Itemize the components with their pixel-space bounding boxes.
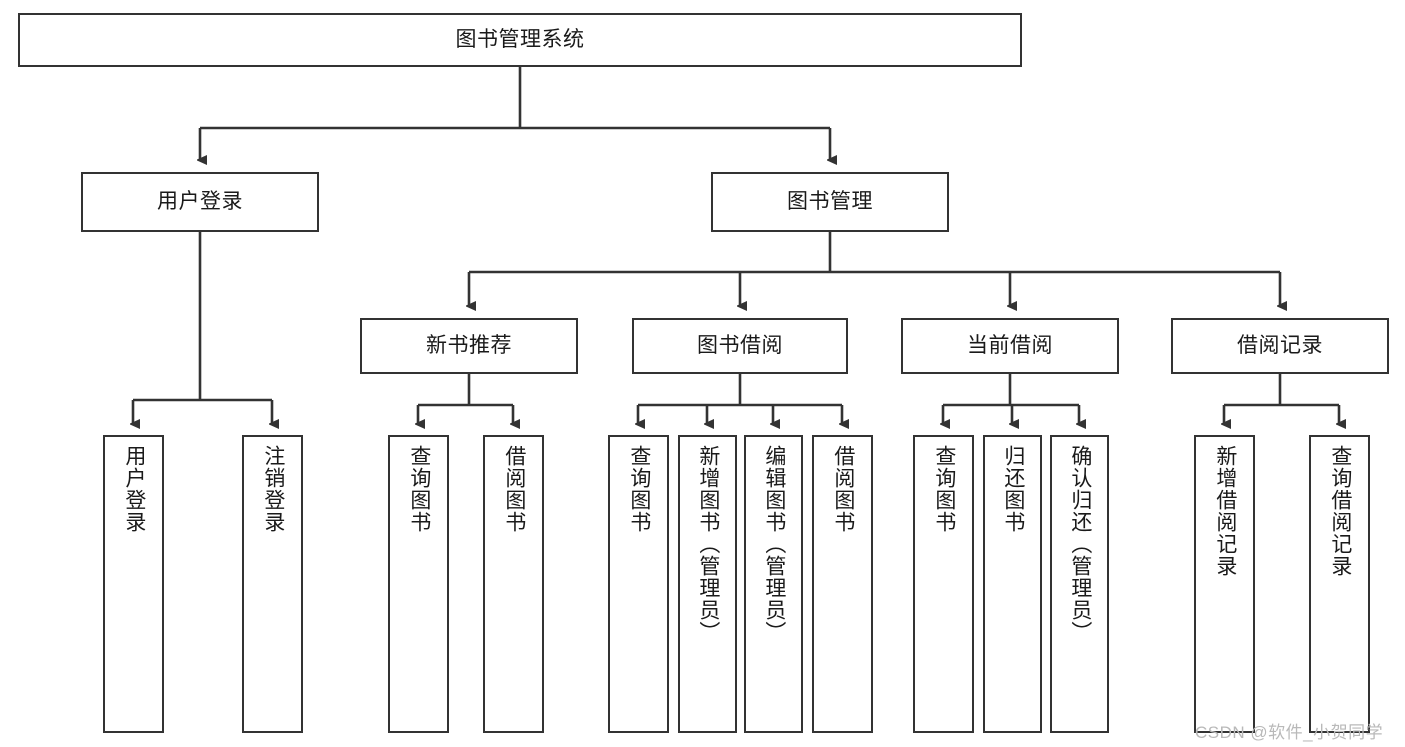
- node-book-borrow[interactable]: 图书借阅: [632, 318, 848, 374]
- node-label: 查询图书: [407, 445, 431, 533]
- node-label: 图书管理: [787, 189, 873, 213]
- node-leaf-query-book-current[interactable]: 查询图书: [913, 435, 974, 733]
- node-label: 当前借阅: [967, 333, 1053, 357]
- node-label: 用户登录: [157, 189, 243, 213]
- node-leaf-confirm-return-admin[interactable]: 确认归还（管理员）: [1050, 435, 1109, 733]
- node-label: 新增借阅记录: [1213, 445, 1237, 577]
- node-current-borrow[interactable]: 当前借阅: [901, 318, 1119, 374]
- node-leaf-user-login[interactable]: 用户登录: [103, 435, 164, 733]
- node-leaf-return-book[interactable]: 归还图书: [983, 435, 1042, 733]
- node-new-book-recommend[interactable]: 新书推荐: [360, 318, 578, 374]
- node-leaf-add-borrow-record[interactable]: 新增借阅记录: [1194, 435, 1255, 733]
- node-leaf-query-borrow-record[interactable]: 查询借阅记录: [1309, 435, 1370, 733]
- node-leaf-query-book-recommend[interactable]: 查询图书: [388, 435, 449, 733]
- node-label: 用户登录: [122, 445, 146, 533]
- node-label: 新增图书（管理员）: [696, 445, 720, 643]
- edges-root-to-level2: [200, 67, 830, 160]
- node-label: 编辑图书（管理员）: [762, 445, 786, 643]
- node-label: 查询图书: [627, 445, 651, 533]
- node-label: 图书管理系统: [455, 27, 585, 51]
- node-leaf-borrow-book[interactable]: 借阅图书: [812, 435, 873, 733]
- node-label: 新书推荐: [426, 333, 512, 357]
- node-leaf-edit-book-admin[interactable]: 编辑图书（管理员）: [744, 435, 803, 733]
- node-label: 确认归还（管理员）: [1068, 445, 1092, 643]
- edges-bookborrow-to-leaves: [638, 374, 842, 424]
- node-label: 借阅图书: [831, 445, 855, 533]
- node-leaf-query-book-borrow[interactable]: 查询图书: [608, 435, 669, 733]
- node-leaf-add-book-admin[interactable]: 新增图书（管理员）: [678, 435, 737, 733]
- node-label: 注销登录: [261, 445, 285, 533]
- node-user-login[interactable]: 用户登录: [81, 172, 319, 232]
- node-label: 图书借阅: [697, 333, 783, 357]
- edges-newbookrec-to-leaves: [418, 374, 513, 424]
- edges-currentborrow-to-leaves: [943, 374, 1079, 424]
- edges-bookmanage-to-level3: [469, 232, 1280, 306]
- node-label: 查询图书: [932, 445, 956, 533]
- edges-userlogin-to-leaves: [133, 232, 272, 424]
- watermark-text: CSDN @软件_小贺同学: [1195, 723, 1384, 742]
- node-label: 借阅图书: [502, 445, 526, 533]
- node-borrow-record[interactable]: 借阅记录: [1171, 318, 1389, 374]
- node-root-system[interactable]: 图书管理系统: [18, 13, 1022, 67]
- node-label: 借阅记录: [1237, 333, 1323, 357]
- node-leaf-borrow-book-recommend[interactable]: 借阅图书: [483, 435, 544, 733]
- node-leaf-logout-login[interactable]: 注销登录: [242, 435, 303, 733]
- edges-borrowrecord-to-leaves: [1224, 374, 1339, 424]
- node-book-manage[interactable]: 图书管理: [711, 172, 949, 232]
- node-label: 查询借阅记录: [1328, 445, 1352, 577]
- node-label: 归还图书: [1001, 445, 1025, 533]
